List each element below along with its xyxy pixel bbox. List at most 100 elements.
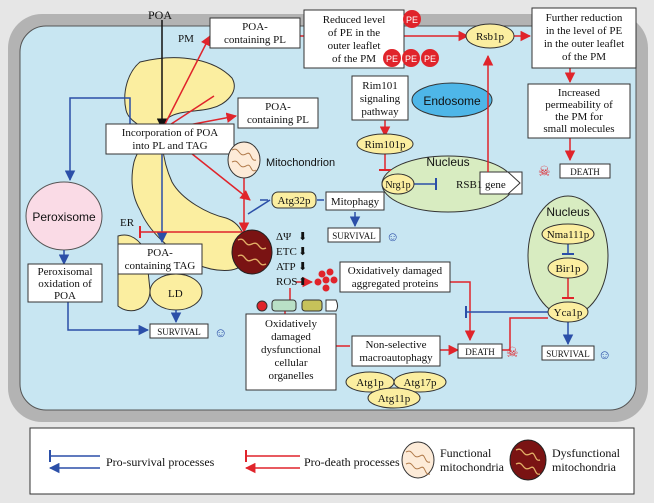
- legend-functional-l2: mitochondria: [440, 460, 505, 474]
- smiley-icon-2: ☺: [214, 325, 227, 340]
- endosome: [411, 82, 493, 118]
- atg17p-node: [393, 371, 447, 393]
- rim-path-l3: pathway: [361, 106, 399, 118]
- yca1p-node: [547, 301, 589, 323]
- box-survival-3: [541, 345, 595, 361]
- box-survival-1: [327, 227, 381, 243]
- ox-proteins-l2: aggregated proteins: [352, 278, 438, 290]
- survival-label-3: SURVIVAL: [546, 349, 590, 359]
- atg11p-node: [367, 387, 421, 409]
- skull-icon-1: ☠: [538, 165, 551, 180]
- damaged-organelles-icon: [256, 299, 338, 312]
- mito-param-3-arrow: ⬇: [298, 261, 307, 273]
- er-label: ER: [120, 217, 135, 229]
- legend-dysfunctional-l1: Dysfunctional: [552, 446, 621, 460]
- atg11p-label: Atg11p: [378, 393, 411, 405]
- nma111p-label: Nma111p: [547, 229, 590, 241]
- box-mitophagy: [325, 191, 385, 211]
- rim-path-l2: signaling: [360, 93, 401, 105]
- protein-aggregate-icon: [314, 268, 338, 292]
- atg17p-label: Atg17p: [404, 377, 438, 389]
- legend-functional-mito-icon: [401, 441, 435, 479]
- ox-org-l1: Oxidatively: [265, 318, 317, 330]
- pe-circle-1: [403, 10, 421, 28]
- pe-label-3: PE: [405, 54, 417, 64]
- legend-dysfunctional-mito-cristae: [515, 448, 541, 475]
- arrow-proteins-death: [450, 281, 476, 342]
- survival-label-1: SURVIVAL: [332, 231, 376, 241]
- pe-circle-4: [421, 49, 439, 67]
- ox-proteins-l1: Oxidatively damaged: [348, 265, 443, 277]
- nucleus-label-2: Nucleus: [546, 205, 589, 219]
- poa-tag-l1: POA-: [147, 247, 173, 259]
- mitochondrion-label: Mitochondrion: [266, 157, 335, 169]
- perox-ox-l1: Peroxisomal: [38, 266, 93, 278]
- legend-dysfunctional-mito-icon: [509, 439, 547, 481]
- smiley-icon-1: ☺: [386, 229, 399, 244]
- pe-circle-2: [383, 49, 401, 67]
- box-survival-2: [149, 323, 209, 339]
- incorporation-l1: Incorporation of POA: [122, 127, 219, 139]
- bir1p-node: [547, 257, 589, 279]
- box-death-1: [559, 163, 611, 179]
- rim-path-l1: Rim101: [362, 80, 397, 92]
- box-poa-tag: [117, 243, 203, 275]
- poa-pl-mid-l2: containing PL: [247, 114, 309, 126]
- nma111p-node: [541, 223, 595, 245]
- box-nonselective: [351, 335, 441, 367]
- legend-functional-l1: Functional: [440, 446, 492, 460]
- rsb1-gene-arrow: [479, 171, 521, 195]
- ox-org-l4: cellular: [275, 357, 308, 369]
- atg32-inhibit-line: [247, 199, 271, 215]
- poa-pl-top-l2: containing PL: [224, 34, 286, 46]
- reduced-pe-l1: Reduced level: [323, 14, 386, 26]
- mitophagy-label: Mitophagy: [331, 196, 380, 208]
- perm-l4: small molecules: [543, 123, 614, 135]
- box-further-reduction: [531, 7, 637, 69]
- reduced-pe-l4: of the PM: [332, 53, 376, 65]
- legend-dysfunctional-l2: mitochondria: [552, 460, 617, 474]
- box-oxidized-organelles: [245, 313, 337, 391]
- reduced-pe-l2: of PE in the: [328, 27, 380, 39]
- nucleus-label-1: Nucleus: [426, 155, 469, 169]
- nonselective-l2: macroautophagy: [359, 352, 433, 364]
- pe-label-2: PE: [386, 54, 398, 64]
- peroxisome-label: Peroxisome: [32, 210, 96, 224]
- nrg1p-node: [381, 173, 415, 195]
- pe-label-4: PE: [424, 54, 436, 64]
- poa-pl-mid-l1: POA-: [265, 101, 291, 113]
- box-death-2: [457, 343, 503, 359]
- legend-pro-death-icon: [244, 450, 300, 474]
- rsb1p-node: [465, 23, 515, 49]
- reduced-pe-l3: outer leaflet: [328, 40, 381, 52]
- box-rim101-pathway: [351, 75, 409, 121]
- legend-pro-survival-icon: [48, 450, 100, 474]
- functional-mito-cristae: [231, 148, 257, 172]
- dysfunctional-mito: [231, 229, 273, 275]
- further-l3: in the outer leaflet: [544, 38, 624, 50]
- ox-org-l5: organelles: [268, 370, 313, 382]
- mito-param-4-arrow: ⬆: [298, 276, 307, 288]
- rsb1-gene-label: RSB1 gene: [456, 179, 506, 191]
- dysfunctional-mito-cristae: [237, 238, 267, 266]
- smiley-icon-3: ☺: [598, 347, 611, 362]
- legend-pro-survival-label: Pro-survival processes: [106, 455, 215, 469]
- ox-org-l2: damaged: [271, 331, 311, 343]
- arrow-oxidation-survival: [67, 300, 150, 336]
- arrow-to-peroxisome: [64, 97, 131, 182]
- incorporation-l2: into PL and TAG: [132, 140, 207, 152]
- nrg1p-label: Nrg1p: [385, 180, 410, 191]
- perox-ox-l3: POA: [54, 290, 76, 302]
- mito-param-3: ATP: [276, 261, 296, 273]
- further-l4: of the PM: [562, 51, 606, 63]
- poa-pl-top-l1: POA-: [242, 21, 268, 33]
- mito-param-1-arrow: ⬇: [298, 231, 307, 243]
- box-incorporation: [105, 123, 235, 155]
- yca1p-label: Yca1p: [554, 307, 583, 319]
- box-poa-pl-top: [209, 17, 301, 49]
- death-label-1: DEATH: [570, 167, 600, 177]
- perm-l1: Increased: [558, 87, 601, 99]
- pe-label-1: PE: [406, 15, 418, 25]
- arrow-to-pl-top: [161, 35, 211, 131]
